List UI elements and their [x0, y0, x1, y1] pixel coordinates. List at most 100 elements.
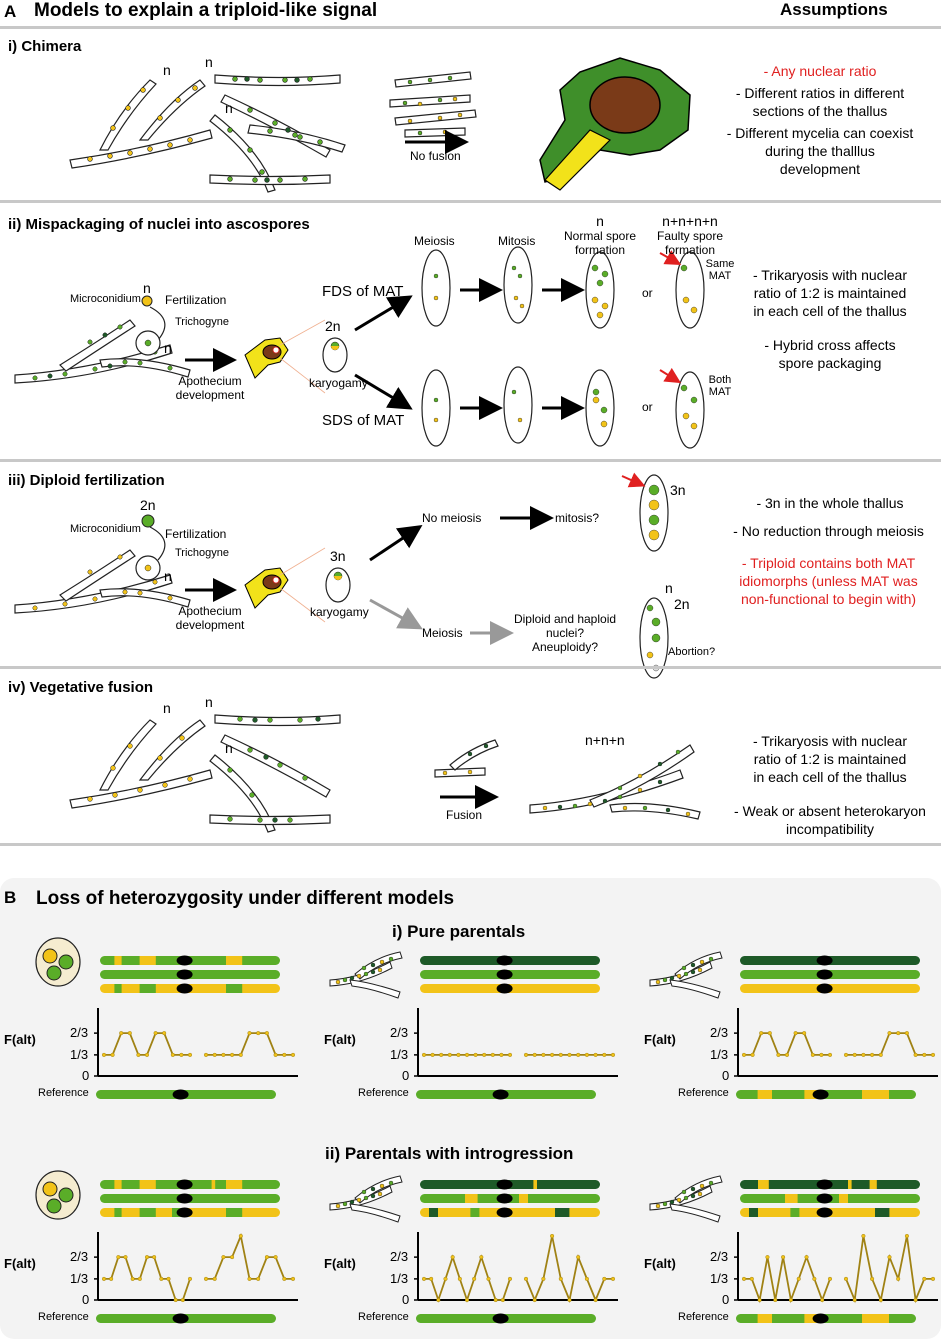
data-point	[179, 1052, 184, 1057]
panel-b-letter: B	[4, 888, 17, 907]
data-point	[282, 1276, 287, 1281]
y-tick-label: 0	[402, 1068, 410, 1083]
divider	[0, 843, 941, 846]
data-point	[500, 1297, 505, 1303]
data-point	[482, 1052, 487, 1057]
data-point	[247, 1031, 252, 1036]
allele-frequency-plot	[94, 1232, 298, 1303]
chromosome-bar	[420, 969, 600, 980]
data-point	[584, 1276, 589, 1281]
chromosome-bar	[740, 1193, 920, 1204]
data-point	[602, 1276, 607, 1281]
data-point	[784, 1052, 790, 1057]
y-axis-label: F(alt)	[644, 1256, 676, 1271]
data-point	[567, 1297, 572, 1303]
data-point	[464, 1052, 470, 1057]
meiosis-label: Meiosis	[414, 234, 455, 248]
chimera-heading: i) Chimera	[8, 38, 82, 55]
data-point	[741, 1052, 747, 1057]
data-point	[173, 1297, 178, 1303]
reference-label: Reference	[38, 1087, 89, 1099]
y-tick-label: 0	[82, 1068, 90, 1083]
data-point	[550, 1233, 555, 1239]
assumption-text: idiomorphs (unless MAT was	[739, 573, 918, 589]
reference-chromosome	[416, 1313, 596, 1324]
chromosome-bar	[420, 1207, 600, 1218]
data-point	[576, 1052, 581, 1057]
karyogamy-label: karyogamy	[309, 376, 368, 390]
data-point	[247, 1276, 252, 1281]
data-point	[256, 1031, 261, 1036]
data-point	[507, 1276, 513, 1281]
data-point	[473, 1052, 478, 1057]
assumption-text: - Trikaryosis with nuclear	[752, 733, 908, 749]
reference-label: Reference	[38, 1311, 89, 1323]
ploidy-label: n	[225, 100, 233, 116]
data-point	[429, 1276, 434, 1281]
divider	[0, 26, 941, 29]
data-point	[486, 1276, 491, 1281]
data-point	[584, 1052, 589, 1057]
data-point	[827, 1052, 833, 1057]
mitosis-label: Mitosis	[498, 234, 536, 248]
chromosome-bar	[420, 1193, 600, 1204]
data-point	[773, 1297, 778, 1303]
data-point	[610, 1052, 616, 1057]
data-point	[238, 1233, 243, 1239]
y-axis-label: F(alt)	[4, 1032, 36, 1047]
data-point	[922, 1052, 927, 1057]
assumption-text: incompatibility	[786, 821, 874, 837]
data-point	[804, 1255, 809, 1260]
ploidy-label: 3n	[330, 548, 346, 564]
meiosis-label: Meiosis	[422, 626, 463, 640]
data-point	[765, 1255, 770, 1260]
assumption-text: in each cell of the thallus	[753, 769, 907, 785]
data-point	[116, 1255, 121, 1260]
data-point	[776, 1052, 781, 1057]
y-tick-label: 2/3	[710, 1025, 729, 1041]
data-point	[264, 1031, 269, 1036]
y-axis-label: F(alt)	[644, 1032, 676, 1047]
data-point	[593, 1297, 598, 1303]
fertilization-label: Fertilization	[165, 293, 227, 307]
data-point	[123, 1255, 128, 1260]
data-point	[887, 1031, 892, 1036]
data-point	[144, 1052, 150, 1057]
assumption-text: ratio of 1:2 is maintained	[753, 285, 907, 301]
hypha-icon	[329, 951, 403, 999]
trichogyne-label: Trichogyne	[175, 547, 230, 559]
data-point	[109, 1276, 114, 1281]
mispackaging-heading: ii) Mispackaging of nuclei into ascospor…	[8, 216, 310, 233]
data-point	[187, 1052, 193, 1057]
data-point	[820, 1297, 825, 1303]
data-point	[290, 1052, 296, 1057]
ploidy-label: n	[665, 580, 673, 596]
y-tick-label: 1/3	[390, 1270, 409, 1286]
data-point	[443, 1276, 448, 1281]
data-point	[523, 1052, 529, 1057]
reference-chromosome	[416, 1089, 596, 1100]
data-point	[450, 1255, 455, 1260]
abortion-label: Abortion?	[668, 646, 716, 658]
hypha-icon	[649, 951, 723, 999]
data-point	[493, 1297, 498, 1303]
reference-label: Reference	[358, 1087, 409, 1099]
assumption-text: non-functional to begin with)	[740, 591, 917, 607]
data-point	[781, 1255, 786, 1260]
data-point	[507, 1052, 513, 1057]
y-axis-label: F(alt)	[4, 1256, 36, 1271]
reference-chromosome	[736, 1089, 916, 1100]
y-tick-label: 1/3	[710, 1046, 729, 1062]
or-label: or	[642, 286, 653, 300]
hypha-icon	[649, 1175, 723, 1223]
data-point	[447, 1052, 452, 1057]
panel-b-title: Loss of heterozygosity under different m…	[36, 888, 455, 909]
data-point	[861, 1052, 866, 1057]
data-point	[852, 1052, 857, 1057]
y-tick-label: 2/3	[710, 1249, 729, 1265]
data-point	[436, 1297, 441, 1303]
